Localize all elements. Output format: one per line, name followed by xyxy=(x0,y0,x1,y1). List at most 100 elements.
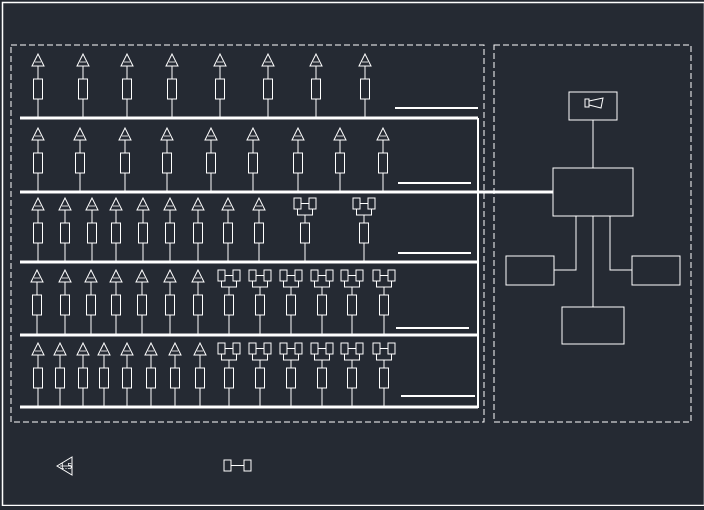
connector-control-box xyxy=(301,223,310,243)
volume-control-box xyxy=(33,295,42,315)
speaker-triangle-icon xyxy=(194,343,206,355)
drawing-border xyxy=(3,3,704,506)
volume-control-box xyxy=(56,368,65,388)
connector-control-box xyxy=(380,295,389,315)
volume-control-box xyxy=(139,223,148,243)
right-unit-link xyxy=(610,216,632,270)
connector-right-terminal xyxy=(356,343,363,354)
ceiling-speaker xyxy=(164,270,176,335)
connector-control-box xyxy=(380,368,389,388)
speaker-triangle-icon xyxy=(359,54,371,66)
speaker-triangle-icon xyxy=(192,198,204,210)
speaker-triangle-icon xyxy=(74,128,86,140)
ceiling-speaker xyxy=(136,270,148,335)
connector-unit xyxy=(294,198,316,262)
floor-row xyxy=(20,128,478,192)
ceiling-speaker xyxy=(214,54,226,118)
ceiling-speaker xyxy=(166,54,178,118)
speaker-triangle-icon xyxy=(85,270,97,282)
ceiling-speaker xyxy=(169,343,181,407)
volume-control-box xyxy=(34,153,43,173)
speaker-triangle-icon xyxy=(145,343,157,355)
legend-speaker-label: 1.5 xyxy=(60,462,73,471)
ceiling-speaker xyxy=(247,128,259,192)
speaker-triangle-icon xyxy=(32,343,44,355)
speaker-triangle-icon xyxy=(119,128,131,140)
connector-control-box xyxy=(287,368,296,388)
ceiling-speaker xyxy=(54,343,66,407)
connector-left-terminal xyxy=(280,343,287,354)
volume-control-box xyxy=(87,295,96,315)
speaker-triangle-icon xyxy=(164,198,176,210)
connector-right-terminal xyxy=(295,343,302,354)
ceiling-speaker xyxy=(205,128,217,192)
bottom-unit-box xyxy=(562,307,624,344)
connector-bracket xyxy=(253,281,268,287)
connector-bracket xyxy=(315,354,330,360)
speaker-triangle-icon xyxy=(31,270,43,282)
control-room-equipment xyxy=(506,92,680,344)
ceiling-speaker xyxy=(59,270,71,335)
speaker-triangle-icon xyxy=(310,54,322,66)
legend-speaker-symbol: 1.5 xyxy=(57,457,72,475)
ceiling-speaker xyxy=(32,128,44,192)
speaker-triangle-icon xyxy=(121,54,133,66)
speaker-triangle-icon xyxy=(205,128,217,140)
connector-unit xyxy=(311,270,333,335)
volume-control-box xyxy=(34,223,43,243)
connector-right-terminal xyxy=(356,270,363,281)
speaker-triangle-icon xyxy=(137,198,149,210)
connector-left-terminal xyxy=(280,270,287,281)
speaker-triangle-icon xyxy=(136,270,148,282)
volume-control-box xyxy=(121,153,130,173)
speaker-triangle-icon xyxy=(32,128,44,140)
connector-left-terminal xyxy=(294,198,301,209)
volume-control-box xyxy=(123,79,132,99)
volume-control-box xyxy=(112,295,121,315)
connector-left-terminal xyxy=(218,343,225,354)
volume-control-box xyxy=(168,79,177,99)
connector-unit xyxy=(218,343,240,407)
speaker-triangle-icon xyxy=(110,270,122,282)
connector-unit xyxy=(373,270,395,335)
speaker-triangle-icon xyxy=(77,54,89,66)
connector-right-terminal xyxy=(368,198,375,209)
connector-left-terminal xyxy=(373,343,380,354)
connector-bracket xyxy=(222,354,237,360)
speaker-triangle-icon xyxy=(54,343,66,355)
connector-right-terminal xyxy=(388,343,395,354)
ceiling-speaker xyxy=(161,128,173,192)
speaker-triangle-icon xyxy=(161,128,173,140)
connector-right-terminal xyxy=(233,270,240,281)
volume-control-box xyxy=(166,223,175,243)
volume-control-box xyxy=(194,223,203,243)
speaker-triangle-icon xyxy=(222,198,234,210)
volume-control-box xyxy=(123,368,132,388)
connector-left-terminal xyxy=(373,270,380,281)
volume-control-box xyxy=(336,153,345,173)
connector-left-terminal xyxy=(249,343,256,354)
ceiling-speaker xyxy=(145,343,157,407)
volume-control-box xyxy=(112,223,121,243)
connector-left-terminal xyxy=(341,270,348,281)
connector-control-box xyxy=(256,295,265,315)
ceiling-speaker xyxy=(377,128,389,192)
speaker-triangle-icon xyxy=(77,343,89,355)
volume-control-box xyxy=(379,153,388,173)
volume-control-box xyxy=(361,79,370,99)
volume-control-box xyxy=(249,153,258,173)
volume-control-box xyxy=(163,153,172,173)
ceiling-speaker xyxy=(110,270,122,335)
connector-right-terminal xyxy=(309,198,316,209)
connector-control-box xyxy=(318,368,327,388)
ceiling-speaker xyxy=(194,343,206,407)
volume-control-box xyxy=(224,223,233,243)
volume-control-box xyxy=(138,295,147,315)
connector-control-box xyxy=(348,368,357,388)
connector-right-terminal xyxy=(264,270,271,281)
connector-unit xyxy=(353,198,375,262)
connector-left-terminal xyxy=(249,270,256,281)
ceiling-speaker xyxy=(32,54,44,118)
